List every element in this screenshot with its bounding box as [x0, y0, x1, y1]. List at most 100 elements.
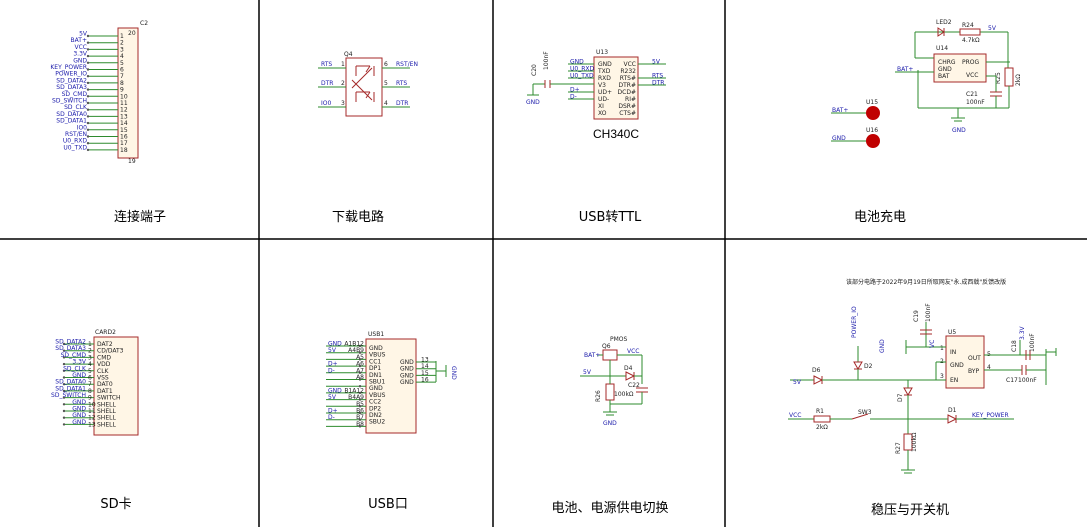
charge-vin: 5V — [988, 25, 997, 32]
ch340-right-pin-6: DSR# — [618, 103, 636, 110]
connector-pinnum-9: 10 — [120, 93, 128, 100]
connector-net-4: GND — [73, 57, 87, 64]
connector-pinnum-4: 5 — [120, 60, 124, 67]
usb-pinnum-1: A4B9 — [348, 347, 364, 354]
ch340-left-pin-1: TXD — [597, 68, 611, 75]
connector-pinnum-0: 1 — [120, 33, 124, 40]
transistor-top — [355, 65, 375, 76]
usb-pin-4: DN1 — [369, 372, 382, 379]
usb-pinnum-9: B5 — [356, 401, 364, 408]
sd-net-8: SD_SWITCH — [51, 392, 86, 399]
reg-vcc: VCC — [789, 412, 801, 419]
connector-pinnum-10: 11 — [120, 100, 128, 107]
r27-ref: R27 — [895, 442, 902, 454]
reg-power-io: POWER_IO — [851, 306, 858, 338]
sw3-ref: SW3 — [858, 409, 872, 416]
r24-body — [959, 28, 981, 36]
u5-pin-1: 1 — [940, 345, 944, 352]
d1-symbol — [947, 414, 958, 424]
r27-value: 100kΩ — [911, 432, 918, 452]
ch340-left-pin-6: XI — [598, 103, 604, 110]
pad-gnd-ref: U16 — [866, 127, 878, 134]
u5-byp: BYP — [968, 368, 979, 375]
usb-net-1: 5V — [328, 347, 337, 354]
transistor-cross — [351, 67, 373, 101]
c19-ref: C19 — [913, 310, 920, 322]
r25-body — [1004, 67, 1014, 87]
led2-ref: LED2 — [936, 19, 952, 26]
sd-pinnum-6: 7 — [88, 381, 92, 388]
sd-pin-4: CLK — [97, 368, 110, 375]
c21-value: 100nF — [966, 99, 985, 106]
d7-ref: D7 — [897, 393, 904, 402]
ch340-left-pin-3: V3 — [598, 82, 606, 89]
r25-ref: R25 — [995, 72, 1002, 84]
usb-net-11: D- — [328, 414, 335, 421]
pad-gnd — [866, 134, 880, 148]
connector-net-1: BAT+ — [71, 37, 87, 44]
sd-pin-1: CD/DAT3 — [97, 348, 124, 355]
sw3-lever — [851, 413, 869, 420]
sd-net-7: SD_DATA1 — [55, 385, 86, 392]
c17-ref: C17 — [1006, 377, 1018, 384]
connector-pinnum-15: 16 — [120, 134, 128, 141]
usb-pinnum-12: B8 — [356, 421, 364, 428]
r25-value: 2kΩ — [1015, 74, 1022, 86]
r24-ref: R24 — [962, 22, 974, 29]
usb-pin-9: DP2 — [369, 405, 381, 412]
r26-value: 100kΩ — [614, 391, 634, 398]
usb-pin-10: DN2 — [369, 412, 382, 419]
ch340-left-pin-5: UD- — [598, 96, 609, 103]
usb-pin-5: SBU1 — [369, 379, 385, 386]
download-pin-5: 5 — [384, 80, 388, 87]
usb-body — [365, 338, 417, 434]
ps-vin: 5V — [583, 369, 592, 376]
usb-pin-2: CC1 — [369, 358, 381, 365]
ps-vcc: VCC — [627, 348, 639, 355]
connector-net-16: U0_RXD — [63, 138, 87, 145]
sd-net-9: GND — [72, 399, 86, 406]
sd-pin-10: SHELL — [97, 408, 116, 415]
d7-symbol — [903, 387, 913, 397]
download-pin-3: 3 — [341, 100, 345, 107]
ch340-right-pin-2: RTS# — [620, 75, 636, 82]
u5-body — [945, 335, 985, 389]
reg-key-power: KEY_POWER — [972, 412, 1009, 419]
ch340-right-net-0: 5V — [652, 59, 661, 66]
sd-body — [93, 336, 139, 436]
usb-ttl-panel: U13 GNDGNDTXDU0_RXDRXDU0_TXDV3UD+D+UD-D-… — [526, 49, 666, 225]
c22-ref: C22 — [628, 382, 640, 389]
d1-ref: D1 — [948, 407, 957, 414]
sd-pinnum-5: 6 — [88, 375, 92, 382]
u5-pin-4: 4 — [987, 364, 991, 371]
connector-net-0: 5V — [79, 31, 88, 38]
connector-net-12: SD_DATA0 — [56, 111, 87, 118]
u5-gnd: GND — [950, 362, 964, 369]
q6-ref: Q6 — [602, 343, 611, 350]
u5-ref: U5 — [948, 329, 956, 336]
ch340-right-net-3: DTR — [652, 80, 664, 87]
download-net-io0: IO0 — [321, 100, 331, 107]
ch340-left-net-0: GND — [570, 59, 584, 66]
download-panel: Q4 RTS DTR IO0 1 2 3 RST/EN RTS DTR 6 5 … — [318, 51, 418, 225]
usb-net-7: GND — [328, 387, 342, 394]
connector-pinnum-6: 7 — [120, 73, 124, 80]
d2-ref: D2 — [864, 363, 873, 370]
connector-pinnum-12: 13 — [120, 113, 128, 120]
sd-pinnum-8: 9 — [88, 395, 92, 402]
r24-value: 4.7kΩ — [962, 37, 980, 44]
download-pin-4: 4 — [384, 100, 388, 107]
r1-value: 2kΩ — [816, 424, 828, 431]
usb-right-pin-3: GND — [400, 379, 414, 386]
connector-pinnum-1: 2 — [120, 40, 124, 47]
ch340-right-pin-0: VCC — [624, 61, 636, 68]
usb-pin-11: SBU2 — [369, 419, 385, 426]
sd-pinnum-9: 10 — [88, 401, 96, 408]
usb-right-pin-2: GND — [400, 372, 414, 379]
usb-right-num-0: 13 — [421, 357, 429, 364]
